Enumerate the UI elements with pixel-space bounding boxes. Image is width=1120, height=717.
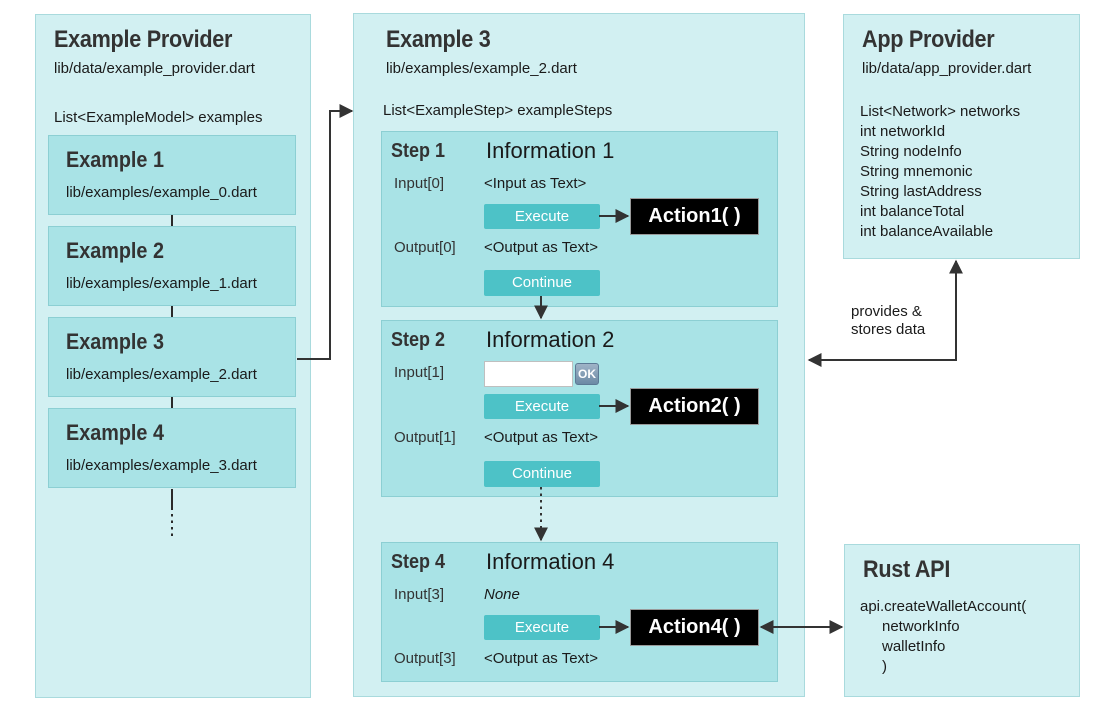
example-card-title: Example 1 (66, 147, 164, 172)
step-1-box: Step 1 Information 1 Input[0] <Input as … (381, 131, 778, 307)
provides-label-line1: provides & (851, 303, 922, 320)
rust-api-line: walletInfo (882, 638, 946, 655)
example3-list-label: List<ExampleStep> exampleSteps (383, 102, 613, 119)
example-card-file: lib/examples/example_0.dart (66, 184, 257, 201)
example-card-1[interactable]: Example 1 lib/examples/example_0.dart (48, 135, 296, 215)
app-provider-field: String mnemonic (860, 163, 973, 180)
provides-label-line2: stores data (851, 321, 926, 338)
app-provider-field: int networkId (860, 123, 946, 140)
step-2-box: Step 2 Information 2 Input[1] OK Execute… (381, 320, 778, 497)
example-card-2[interactable]: Example 2 lib/examples/example_1.dart (48, 226, 296, 306)
example-provider-list-label: List<ExampleModel> examples (54, 109, 263, 126)
example-card-3[interactable]: Example 3 lib/examples/example_2.dart (48, 317, 296, 397)
step-1-output-value: <Output as Text> (484, 239, 598, 256)
example-card-file: lib/examples/example_1.dart (66, 275, 257, 292)
example-card-file: lib/examples/example_2.dart (66, 366, 257, 383)
step-2-ok-button[interactable]: OK (575, 363, 599, 385)
example-provider-file: lib/data/example_provider.dart (54, 60, 255, 77)
step-4-execute-button[interactable]: Execute (484, 615, 600, 640)
step-4-input-value: None (484, 586, 520, 603)
example-provider-title: Example Provider (54, 26, 233, 53)
app-provider-field: int balanceTotal (860, 203, 965, 220)
example-card-title: Example 3 (66, 329, 164, 354)
step-1-continue-button[interactable]: Continue (484, 270, 600, 296)
example-card-4[interactable]: Example 4 lib/examples/example_3.dart (48, 408, 296, 488)
step-4-info: Information 4 (486, 549, 615, 574)
step-2-output-value: <Output as Text> (484, 429, 598, 446)
app-provider-title: App Provider (862, 26, 995, 53)
step-2-label: Step 2 (391, 329, 446, 351)
action1-box: Action1( ) (630, 198, 759, 235)
step-4-output-label: Output[3] (394, 650, 456, 667)
rust-api-line: ) (882, 658, 887, 675)
app-provider-file: lib/data/app_provider.dart (862, 60, 1032, 77)
step-2-text-input[interactable] (484, 361, 573, 387)
example-card-file: lib/examples/example_3.dart (66, 457, 257, 474)
step-1-input-label: Input[0] (394, 175, 445, 192)
step-1-label: Step 1 (391, 140, 446, 162)
example-card-title: Example 2 (66, 238, 164, 263)
app-provider-field: int balanceAvailable (860, 223, 994, 240)
step-2-input-label: Input[1] (394, 364, 445, 381)
example3-title: Example 3 (386, 26, 491, 53)
step-1-info: Information 1 (486, 138, 615, 163)
app-provider-field: String nodeInfo (860, 143, 962, 160)
step-2-continue-button[interactable]: Continue (484, 461, 600, 487)
rust-api-line: api.createWalletAccount( (860, 598, 1027, 615)
step-2-output-label: Output[1] (394, 429, 456, 446)
step-2-info: Information 2 (486, 327, 615, 352)
step-1-input-value: <Input as Text> (484, 175, 587, 192)
step-4-input-label: Input[3] (394, 586, 445, 603)
action2-box: Action2( ) (630, 388, 759, 425)
rust-api-line: networkInfo (882, 618, 960, 635)
step-1-execute-button[interactable]: Execute (484, 204, 600, 229)
rust-api-panel: Rust API api.createWalletAccount( networ… (844, 544, 1080, 697)
step-2-execute-button[interactable]: Execute (484, 394, 600, 419)
app-provider-field: String lastAddress (860, 183, 982, 200)
example3-file: lib/examples/example_2.dart (386, 60, 577, 77)
step-4-output-value: <Output as Text> (484, 650, 598, 667)
app-provider-field: List<Network> networks (860, 103, 1021, 120)
rust-api-title: Rust API (863, 556, 951, 583)
app-provider-panel: App Provider lib/data/app_provider.dart … (843, 14, 1080, 259)
step-4-label: Step 4 (391, 551, 446, 573)
action4-box: Action4( ) (630, 609, 759, 646)
step-4-box: Step 4 Information 4 Input[3] None Execu… (381, 542, 778, 682)
step-1-output-label: Output[0] (394, 239, 456, 256)
example-card-title: Example 4 (66, 420, 164, 445)
